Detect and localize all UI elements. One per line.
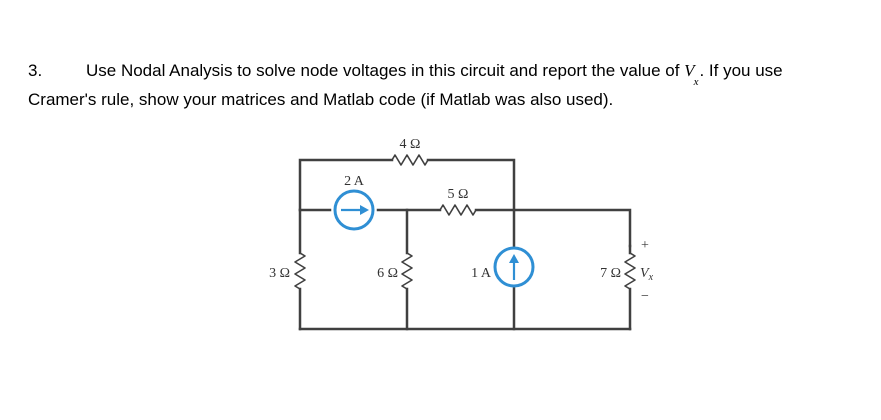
- label-6ohm: 6 Ω: [377, 266, 398, 281]
- current-source-2a: [333, 189, 375, 231]
- current-source-1a: [493, 246, 535, 288]
- label-3ohm: 3 Ω: [269, 266, 290, 281]
- label-5ohm: 5 Ω: [448, 187, 469, 202]
- vx-label-v: V: [640, 266, 650, 281]
- vx-label: Vx: [640, 266, 654, 283]
- circuit-resistors: [294, 154, 636, 290]
- question-number: 3.: [28, 61, 43, 80]
- wire-mid-right: [474, 208, 632, 248]
- circuit-wires: [298, 158, 632, 331]
- vx-plus-sign: +: [641, 238, 649, 253]
- question-text-end: . If you use: [699, 61, 783, 80]
- vx-minus-sign: −: [641, 289, 649, 304]
- resistor-3ohm: [294, 252, 306, 290]
- vx-symbol: V: [684, 61, 695, 80]
- label-4ohm: 4 Ω: [400, 137, 421, 152]
- resistor-5ohm: [439, 204, 477, 216]
- question-line-2: Cramer's rule, show your matrices and Ma…: [28, 90, 614, 109]
- resistor-4ohm: [391, 154, 429, 166]
- vx-subscript: x: [693, 76, 699, 88]
- label-7ohm: 7 Ω: [600, 266, 621, 281]
- wire-top-right: [426, 158, 516, 212]
- circuit-sources: [333, 189, 535, 288]
- resistor-6ohm: [401, 252, 413, 290]
- label-2a: 2 A: [344, 174, 365, 189]
- vx-label-sub: x: [648, 272, 654, 283]
- label-1a: 1 A: [471, 266, 492, 281]
- wire-top-left: [298, 158, 394, 212]
- resistor-7ohm: [624, 252, 636, 290]
- question-text-start: Use Nodal Analysis to solve node voltage…: [86, 61, 685, 80]
- question-line-1: Use Nodal Analysis to solve node voltage…: [86, 57, 783, 88]
